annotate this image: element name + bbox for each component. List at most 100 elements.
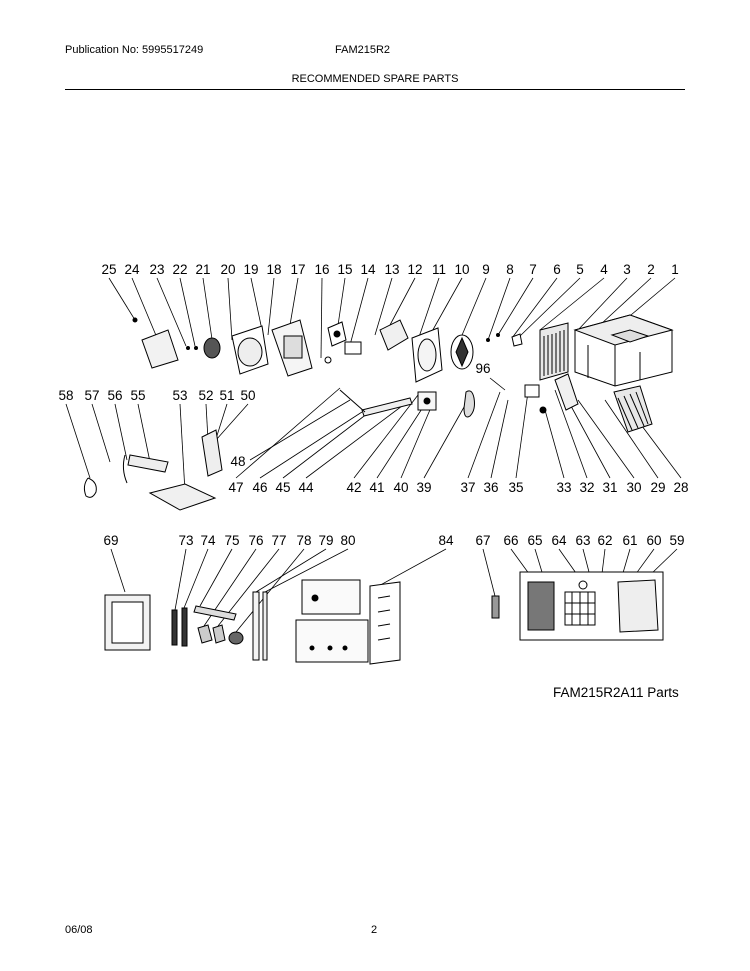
leader-line: [174, 548, 187, 611]
callout-1: 1: [671, 262, 679, 277]
condenser-coil: [539, 322, 569, 381]
bracket: [327, 321, 347, 347]
leader-line: [374, 548, 447, 589]
leader-line: [489, 377, 506, 391]
callout-3: 3: [623, 262, 631, 277]
callout-47: 47: [228, 480, 243, 495]
callout-57: 57: [84, 388, 99, 403]
leader-line: [467, 391, 501, 479]
callout-37: 37: [460, 480, 475, 495]
callout-62: 62: [597, 533, 612, 548]
callout-53: 53: [172, 388, 187, 403]
leader-line: [519, 277, 581, 337]
callout-80: 80: [340, 533, 355, 548]
callout-67: 67: [475, 533, 490, 548]
leader-line: [487, 277, 511, 341]
leader-line: [649, 548, 678, 576]
leader-line: [544, 409, 565, 479]
fan-shroud: [411, 327, 443, 383]
callout-12: 12: [407, 262, 422, 277]
callout-8: 8: [506, 262, 514, 277]
leader-line: [250, 277, 263, 331]
callout-39: 39: [416, 480, 431, 495]
callout-42: 42: [346, 480, 361, 495]
callout-46: 46: [252, 480, 267, 495]
publication-number: Publication No: 5995517249: [65, 44, 204, 56]
callout-79: 79: [318, 533, 333, 548]
leader-line: [577, 277, 628, 331]
callout-20: 20: [220, 262, 235, 277]
page-number: 2: [371, 924, 378, 936]
leader-line: [108, 277, 136, 321]
leader-line: [289, 277, 299, 326]
leader-line: [267, 277, 275, 336]
callout-19: 19: [243, 262, 258, 277]
callout-73: 73: [178, 533, 193, 548]
callout-13: 13: [384, 262, 399, 277]
leader-line: [249, 399, 351, 461]
front-panel-assembly: [519, 571, 664, 641]
callout-76: 76: [248, 533, 263, 548]
leader-line: [482, 548, 496, 597]
callout-11: 11: [432, 262, 446, 277]
callout-44: 44: [298, 480, 314, 495]
leader-line: [114, 403, 128, 461]
callout-30: 30: [626, 480, 641, 495]
leader-line: [179, 277, 196, 347]
callout-45: 45: [275, 480, 290, 495]
callout-50: 50: [240, 388, 255, 403]
motor: [324, 341, 362, 364]
blower-wheel: [203, 337, 221, 359]
leader-line: [259, 411, 363, 479]
leader-line: [305, 399, 411, 479]
leader-line: [374, 277, 393, 336]
leader-line: [497, 277, 534, 336]
fan-blade: [450, 334, 474, 370]
leader-line: [215, 403, 249, 441]
callout-5: 5: [576, 262, 584, 277]
callout-24: 24: [124, 262, 140, 277]
callout-96: 96: [475, 361, 490, 376]
callout-65: 65: [527, 533, 542, 548]
callout-59: 59: [669, 533, 684, 548]
leader-line: [349, 277, 369, 346]
callout-69: 69: [103, 533, 118, 548]
leader-line: [624, 277, 676, 321]
callout-66: 66: [503, 533, 518, 548]
leader-line: [137, 403, 151, 463]
leader-line: [564, 394, 611, 479]
leader-line: [459, 277, 487, 341]
callout-leaders: [65, 277, 682, 633]
callout-55: 55: [130, 388, 145, 403]
leader-line: [235, 548, 305, 633]
leader-line: [183, 548, 209, 609]
leader-line: [179, 403, 186, 493]
callout-77: 77: [271, 533, 286, 548]
callout-40: 40: [393, 480, 408, 495]
leader-line: [156, 277, 187, 347]
leader-line: [599, 277, 652, 326]
leader-line: [199, 548, 233, 607]
callout-74: 74: [200, 533, 216, 548]
leader-line: [336, 277, 346, 333]
leader-line: [202, 277, 214, 347]
callout-15: 15: [337, 262, 352, 277]
overlay-label: [369, 581, 401, 665]
parts-drawing: [83, 314, 674, 665]
callout-64: 64: [551, 533, 567, 548]
model-number: FAM215R2: [335, 44, 391, 56]
leader-line: [423, 399, 469, 479]
callout-28: 28: [673, 480, 688, 495]
evaporator-coil: [613, 385, 653, 433]
section-title: RECOMMENDED SPARE PARTS: [291, 73, 459, 85]
callout-78: 78: [296, 533, 311, 548]
callout-75: 75: [224, 533, 239, 548]
leader-line: [400, 404, 433, 479]
leader-line: [511, 277, 558, 339]
front-grille-panel: [104, 594, 151, 651]
leader-line: [282, 409, 373, 479]
callout-14: 14: [360, 262, 376, 277]
blower-scroll: [231, 325, 269, 375]
leader-line: [417, 277, 440, 341]
